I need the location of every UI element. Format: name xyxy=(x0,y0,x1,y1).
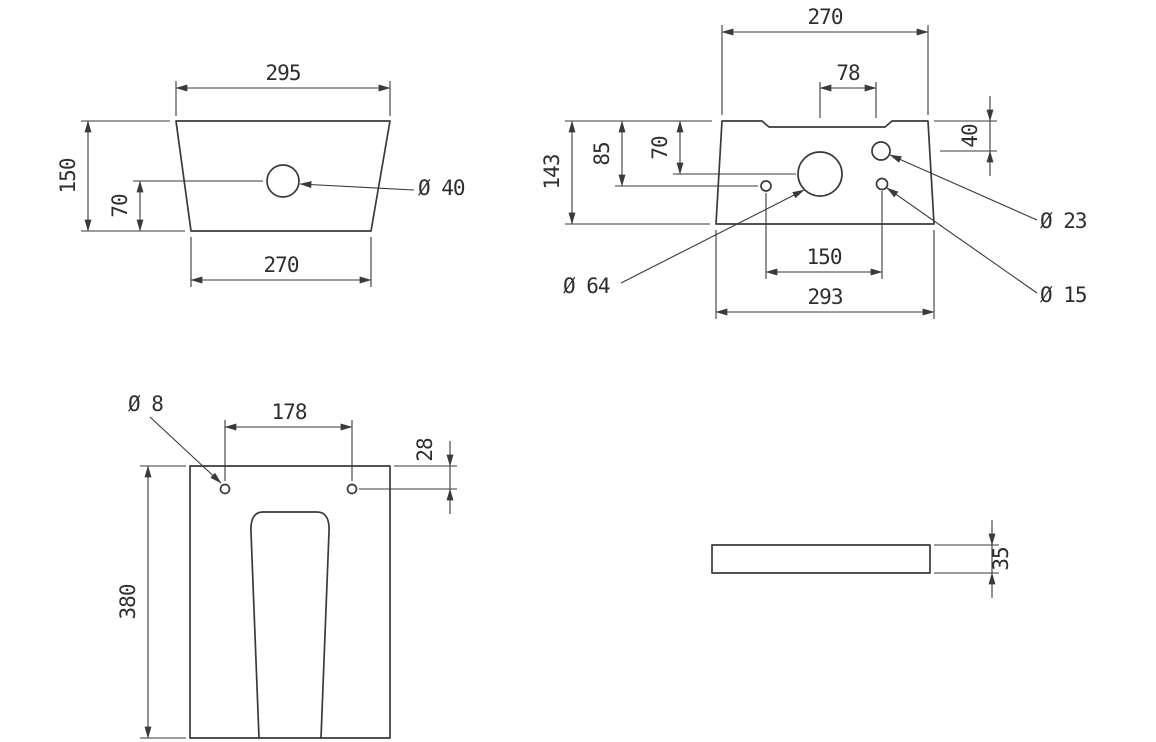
dim-label-35: 35 xyxy=(989,547,1013,570)
slab-outline xyxy=(711,544,931,574)
leader-line xyxy=(299,181,415,191)
dim-label-270: 270 xyxy=(264,253,299,277)
dim-pan-depth: 380 xyxy=(116,465,186,739)
dim-plan-holes-span: 150 xyxy=(765,191,883,279)
view-cistern-front: 295 150 70 Ø 40 270 xyxy=(56,61,466,287)
dim-label-380: 380 xyxy=(116,584,140,619)
dim-label-28: 28 xyxy=(413,438,437,462)
dim-label-293: 293 xyxy=(808,285,843,309)
pan-pedestal-opening xyxy=(250,511,330,739)
leader-line xyxy=(886,187,1038,294)
leader-fixing-hole-diameter: Ø 8 xyxy=(128,392,222,484)
leader-front-hole-diameter: Ø 40 xyxy=(299,176,466,200)
flush-hole-64 xyxy=(797,151,843,197)
dim-label-270: 270 xyxy=(808,5,843,29)
dim-label-150: 150 xyxy=(807,245,842,269)
pan-outline xyxy=(189,465,391,739)
dim-front-hole-offset: 70 xyxy=(108,180,263,232)
leader-hole15-diameter: Ø 15 xyxy=(886,187,1088,307)
dim-label-143: 143 xyxy=(540,154,564,189)
hole-15 xyxy=(875,177,889,191)
dim-slab-thickness: 35 xyxy=(934,520,1013,598)
fixing-hole-left xyxy=(219,483,231,495)
leader-hole23-diameter: Ø 23 xyxy=(889,154,1088,233)
diameter-label-8: Ø 8 xyxy=(128,392,163,416)
cistern-front-hole xyxy=(266,164,300,198)
small-left-hole xyxy=(760,180,772,192)
fixing-hole-right xyxy=(346,483,358,495)
diameter-label-15: Ø 15 xyxy=(1040,283,1087,307)
cistern-front-outline xyxy=(175,120,391,232)
dim-front-top-width: 295 xyxy=(175,61,391,116)
dim-plan-total-height: 143 xyxy=(540,120,712,225)
dim-pan-hole-offset: 28 xyxy=(359,438,457,514)
dim-front-bottom-width: 270 xyxy=(190,237,372,287)
dim-plan-right-hole-offset: 40 xyxy=(934,96,997,176)
view-pan-plan: Ø 8 178 28 380 xyxy=(116,392,457,739)
dim-plan-large-hole-offset: 70 xyxy=(648,120,796,175)
diameter-label-23: Ø 23 xyxy=(1040,209,1087,233)
dim-label-295: 295 xyxy=(266,61,301,85)
dim-plan-recess: 78 xyxy=(819,61,877,118)
dim-label-78: 78 xyxy=(836,61,860,85)
leader-line xyxy=(889,154,1038,221)
dim-plan-bottom-width: 293 xyxy=(715,230,935,319)
diameter-label-40: Ø 40 xyxy=(418,176,465,200)
diameter-label-64: Ø 64 xyxy=(563,274,610,298)
dim-pan-holes-span: 178 xyxy=(224,400,353,481)
view-cistern-plan: 270 78 143 85 70 xyxy=(540,5,1088,319)
dim-label-178: 178 xyxy=(272,400,307,424)
dim-plan-top-width: 270 xyxy=(721,5,929,115)
dim-label-70: 70 xyxy=(108,194,132,218)
dim-front-height: 150 xyxy=(56,120,185,232)
leader-line xyxy=(620,189,805,284)
dim-label-85: 85 xyxy=(590,142,614,165)
dim-label-150: 150 xyxy=(56,158,80,193)
leader-line xyxy=(149,416,222,484)
view-slab-side: 35 xyxy=(711,520,1013,598)
hole-23 xyxy=(871,141,891,161)
leader-large-hole-diameter: Ø 64 xyxy=(563,189,805,298)
dim-label-40: 40 xyxy=(958,124,982,148)
dim-plan-small-hole-offset: 85 xyxy=(590,120,758,187)
dim-label-70: 70 xyxy=(648,136,672,160)
cistern-plan-outline xyxy=(715,120,935,225)
